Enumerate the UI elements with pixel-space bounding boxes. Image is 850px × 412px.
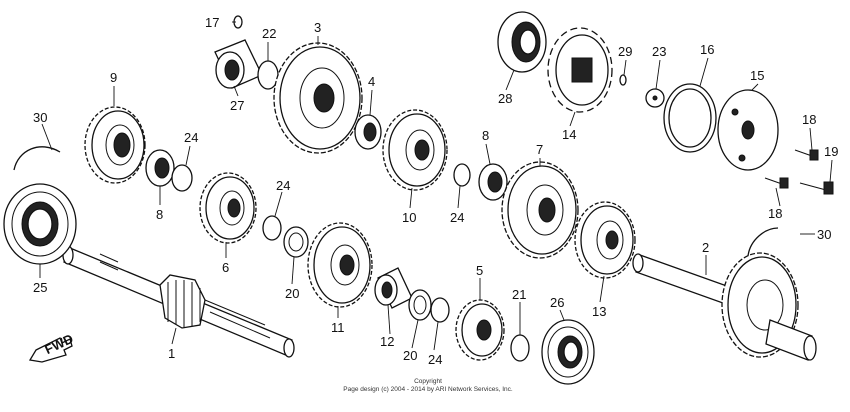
gear-6[interactable] xyxy=(199,172,257,244)
sprocket-14[interactable] xyxy=(547,27,613,113)
snap-ring-24-c[interactable] xyxy=(453,163,471,187)
callout-14: 14 xyxy=(562,127,576,142)
bushing-8-left[interactable] xyxy=(145,149,175,187)
bushing-8-right[interactable] xyxy=(478,163,508,201)
callout-23: 23 xyxy=(652,44,666,59)
fwd-arrow-icon: FWD xyxy=(28,331,76,363)
callout-1: 1 xyxy=(168,346,175,361)
callout-20-b: 20 xyxy=(403,348,417,363)
callout-27: 27 xyxy=(230,98,244,113)
callout-17: 17 xyxy=(205,15,219,30)
callout-8-left: 8 xyxy=(156,207,163,222)
gear-3[interactable] xyxy=(273,42,363,154)
callout-15: 15 xyxy=(750,68,764,83)
callout-18-a: 18 xyxy=(802,112,816,127)
gear-5[interactable] xyxy=(455,299,505,361)
callout-24-d: 24 xyxy=(428,352,442,367)
callout-30-right: 30 xyxy=(817,227,831,242)
gear-9[interactable] xyxy=(84,106,146,184)
snap-ring-30-right[interactable] xyxy=(747,227,779,257)
callout-10: 10 xyxy=(402,210,416,225)
callout-13: 13 xyxy=(592,304,606,319)
callout-21: 21 xyxy=(512,287,526,302)
countershaft-2[interactable] xyxy=(632,252,817,361)
leader-lines xyxy=(39,21,833,351)
copyright-line-2: Page design (c) 2004 - 2014 by ARI Netwo… xyxy=(343,386,513,393)
gear-13[interactable] xyxy=(574,201,636,279)
cover-plate-15[interactable] xyxy=(717,89,779,171)
snap-ring-24-a[interactable] xyxy=(171,164,193,192)
callout-19: 19 xyxy=(824,144,838,159)
callout-24-b: 24 xyxy=(276,178,290,193)
bearing-25[interactable] xyxy=(3,183,77,265)
callout-6: 6 xyxy=(222,260,229,275)
callout-30-left: 30 xyxy=(33,110,47,125)
callout-2: 2 xyxy=(702,240,709,255)
mainshaft-1[interactable] xyxy=(62,245,295,358)
callout-11: 11 xyxy=(331,320,345,335)
bolt-18-b[interactable] xyxy=(764,177,789,189)
callout-28: 28 xyxy=(498,91,512,106)
oil-seal-28[interactable] xyxy=(497,11,547,73)
snap-ring-24-d[interactable] xyxy=(430,297,450,323)
bearing-26[interactable] xyxy=(541,319,595,385)
callout-20-a: 20 xyxy=(285,286,299,301)
callout-25: 25 xyxy=(33,280,47,295)
copyright-line-1: Copyright xyxy=(414,378,442,385)
callout-4: 4 xyxy=(368,74,375,89)
washer-20-b[interactable] xyxy=(408,289,432,321)
gear-7[interactable] xyxy=(501,161,579,259)
callout-9: 9 xyxy=(110,70,117,85)
gasket-16[interactable] xyxy=(663,83,717,153)
bolt-18-a[interactable] xyxy=(794,149,819,161)
pin-29[interactable] xyxy=(619,74,627,86)
bushing-12[interactable] xyxy=(374,267,413,309)
gear-11[interactable] xyxy=(307,222,373,308)
callout-3: 3 xyxy=(314,20,321,35)
callout-24-c: 24 xyxy=(450,210,464,225)
callout-16: 16 xyxy=(700,42,714,57)
gear-10[interactable] xyxy=(382,109,448,191)
callout-26: 26 xyxy=(550,295,564,310)
snap-ring-30-left[interactable] xyxy=(13,146,61,171)
snap-ring-24-b[interactable] xyxy=(262,215,282,241)
bushing-27[interactable] xyxy=(214,15,263,89)
callout-12: 12 xyxy=(380,334,394,349)
washer-20-a[interactable] xyxy=(283,226,309,258)
bushing-4[interactable] xyxy=(354,114,382,150)
callout-24-a: 24 xyxy=(184,130,198,145)
callout-8-right: 8 xyxy=(482,128,489,143)
washer-21[interactable] xyxy=(510,334,530,362)
callout-5: 5 xyxy=(476,263,483,278)
callout-29: 29 xyxy=(618,44,632,59)
bolt-19[interactable] xyxy=(799,181,834,195)
callout-18-b: 18 xyxy=(768,206,782,221)
callout-labels: 17 22 3 27 4 9 30 24 8 24 6 20 25 11 1 2… xyxy=(33,15,838,367)
callout-22: 22 xyxy=(262,26,276,41)
washer-23[interactable] xyxy=(645,88,665,108)
callout-7: 7 xyxy=(536,142,543,157)
